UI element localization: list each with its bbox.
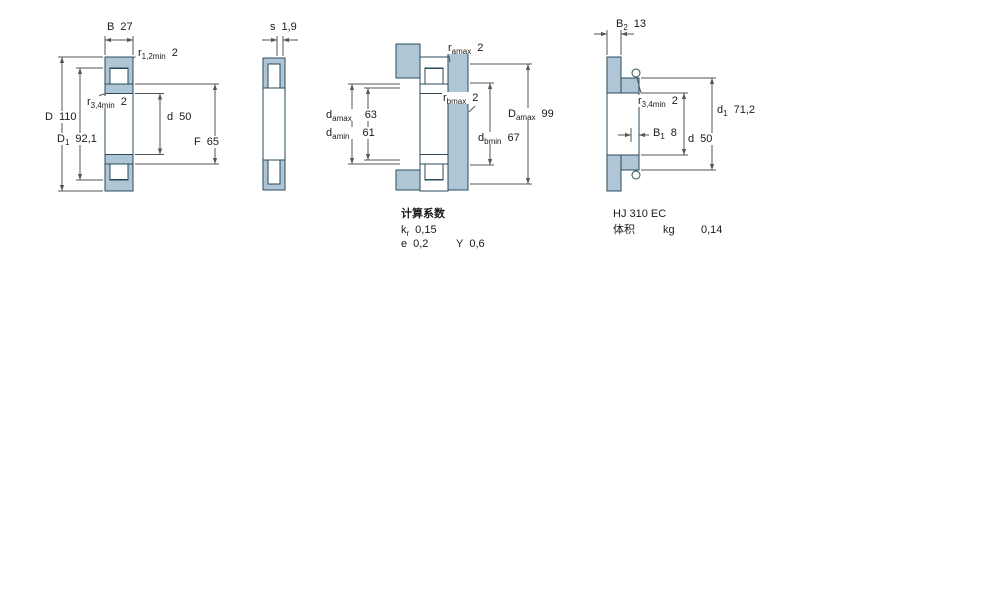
housing-shoulder-bottom [395,169,421,191]
fillet-detail-circle-bottom [631,170,641,180]
mass-label: 体积 [612,224,636,236]
bearing-outline-roller-bottom [424,163,444,180]
inner-ring-bottom [104,154,134,165]
mass-unit: kg [662,224,676,236]
fillet-detail-circle-top [631,68,641,78]
flange-bottom [606,154,622,192]
leader-r12 [132,56,136,59]
view2-ring-section [262,36,298,191]
calculation-factors-title: 计算系数 [400,208,446,220]
view3-abutment-section [348,43,532,192]
flange-top [606,56,622,94]
housing-shoulder-top [395,43,421,79]
shaft-shoulder [447,43,469,191]
ring-designation: HJ 310 EC [612,208,668,220]
ring-top-cutout [267,63,281,89]
roller-top [109,68,129,85]
roller-bottom [109,163,129,180]
leader-ramax [448,55,451,63]
view4-angle-ring-section [594,30,716,192]
mass-value: 0,14 [700,224,724,236]
bearing-outline-inner-bottom [419,154,449,165]
bearing-outline-inner-top [419,83,449,94]
inner-ring-top [104,83,134,94]
leader-rbmax [468,105,476,113]
sleeve-top [620,77,640,94]
view1-bearing-section [58,36,219,192]
sleeve-bottom [620,154,640,171]
leader-r34 [636,77,642,94]
leader-r34 [98,93,107,96]
bearing-outline-roller-top [424,68,444,85]
ring-bottom-cutout [267,159,281,185]
